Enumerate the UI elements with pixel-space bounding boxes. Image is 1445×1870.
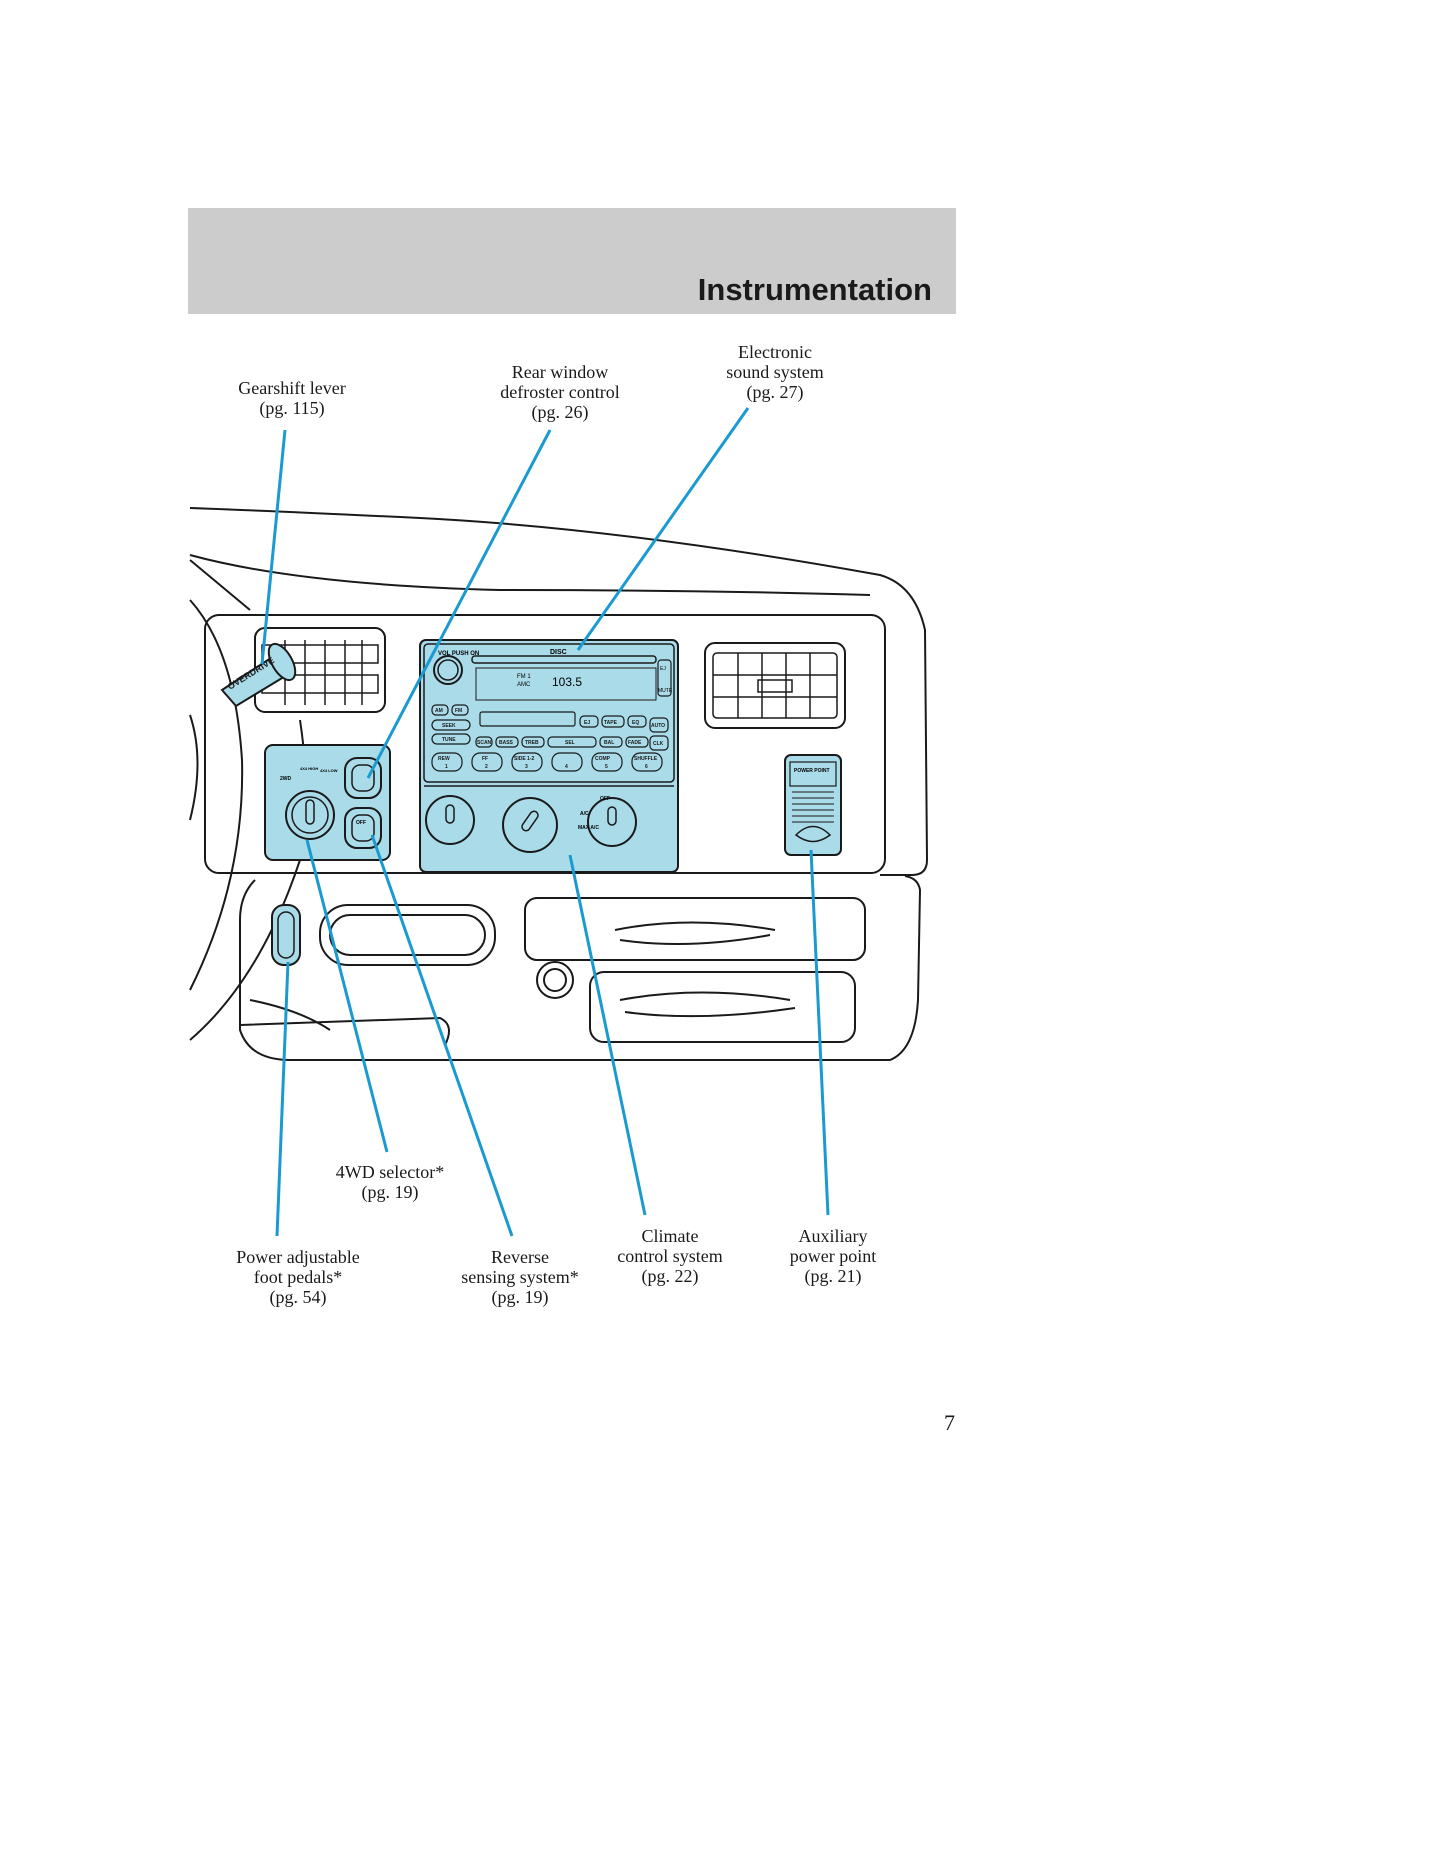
center-stack: VOL PUSH ON DISC FM 1 AMC 103.5 EJ MUTE … bbox=[419, 639, 679, 873]
callout-sound-system-line1: Electronic bbox=[738, 342, 812, 362]
shuffle-label: SHUFFLE bbox=[634, 756, 658, 762]
leader-foot-pedals bbox=[275, 961, 290, 1237]
foot-pedal-switch bbox=[271, 904, 301, 966]
sel-label: SEL bbox=[565, 740, 575, 746]
section-header: Instrumentation bbox=[188, 208, 956, 314]
seek-label: SEEK bbox=[442, 723, 456, 729]
callout-aux-power-line2: power point bbox=[789, 1246, 877, 1266]
leader-gearshift bbox=[260, 429, 287, 665]
callout-aux-power: Auxiliary power point (pg. 21) bbox=[768, 1226, 898, 1286]
off-label: OFF bbox=[600, 796, 610, 802]
callout-foot-pedals-line3: (pg. 54) bbox=[269, 1287, 327, 1307]
callout-climate-line2: control system bbox=[617, 1246, 723, 1266]
bal-label: BAL bbox=[604, 740, 614, 746]
auto-label: AUTO bbox=[651, 723, 665, 729]
fm-label: FM bbox=[455, 708, 462, 714]
reverse-off-label: OFF bbox=[356, 820, 366, 826]
fm-band-label: FM 1 bbox=[517, 674, 531, 680]
am-label: AM bbox=[435, 708, 443, 714]
callout-foot-pedals-line1: Power adjustable bbox=[236, 1247, 360, 1267]
leader-4wd bbox=[305, 839, 389, 1153]
callout-4wd-selector: 4WD selector* (pg. 19) bbox=[320, 1162, 460, 1202]
callout-leaders bbox=[260, 407, 830, 1237]
preset-2-label: 2 bbox=[485, 764, 488, 770]
power-point: POWER POINT bbox=[784, 754, 842, 856]
ej-label: EJ bbox=[660, 666, 666, 672]
disc-label: DISC bbox=[550, 649, 567, 656]
preset-6-label: 6 bbox=[645, 764, 648, 770]
callout-rear-defrost-line2: defroster control bbox=[500, 382, 620, 402]
side-label: SIDE 1-2 bbox=[514, 756, 535, 762]
leader-aux-power bbox=[809, 849, 830, 1216]
ff-label: FF bbox=[482, 756, 488, 762]
preset-1-label: 1 bbox=[445, 764, 448, 770]
scan-label: SCAN bbox=[477, 740, 492, 746]
section-title: Instrumentation bbox=[697, 272, 932, 307]
2wd-label: 2WD bbox=[280, 776, 292, 782]
clk-label: CLK bbox=[653, 741, 664, 747]
callout-climate-line1: Climate bbox=[641, 1226, 699, 1246]
leader-reverse-sensing bbox=[370, 834, 514, 1237]
callout-gearshift-line1: Gearshift lever bbox=[238, 378, 346, 398]
callout-reverse-sensing-line1: Reverse bbox=[491, 1247, 549, 1267]
rew-label: REW bbox=[438, 756, 450, 762]
callout-reverse-sensing-line3: (pg. 19) bbox=[491, 1287, 549, 1307]
mute-label: MUTE bbox=[658, 688, 673, 694]
callout-4wd-line2: (pg. 19) bbox=[361, 1182, 419, 1202]
4x4-low-label: 4X4 LOW bbox=[320, 768, 338, 773]
callout-gearshift: Gearshift lever (pg. 115) bbox=[222, 378, 362, 418]
leader-sound-system bbox=[576, 407, 750, 651]
preset-3-label: 3 bbox=[525, 764, 528, 770]
vol-push-on-label: VOL PUSH ON bbox=[438, 651, 479, 657]
power-point-label: POWER POINT bbox=[794, 768, 830, 774]
tune-label: TUNE bbox=[442, 737, 456, 743]
callout-reverse-sensing: Reverse sensing system* (pg. 19) bbox=[440, 1247, 600, 1307]
leader-climate bbox=[568, 854, 647, 1216]
callout-sound-system-line3: (pg. 27) bbox=[746, 382, 804, 402]
4x4-high-label: 4X4 HIGH bbox=[300, 766, 318, 771]
callout-climate-line3: (pg. 22) bbox=[641, 1266, 699, 1286]
callout-foot-pedals: Power adjustable foot pedals* (pg. 54) bbox=[218, 1247, 378, 1307]
page-number: 7 bbox=[944, 1410, 955, 1435]
callout-rear-defrost-line3: (pg. 26) bbox=[531, 402, 589, 422]
tape-label: TAPE bbox=[604, 720, 618, 726]
comp-label: COMP bbox=[595, 756, 611, 762]
preset-5-label: 5 bbox=[605, 764, 608, 770]
ej-button-label: EJ bbox=[584, 720, 590, 726]
left-switch-panel: 2WD 4X4 HIGH 4X4 LOW OFF bbox=[264, 744, 391, 861]
max-ac-label: MAX A/C bbox=[578, 825, 599, 831]
callout-rear-defrost: Rear window defroster control (pg. 26) bbox=[480, 362, 640, 422]
ac-label: A/C bbox=[580, 811, 589, 817]
eq-label: EQ bbox=[632, 720, 639, 726]
callout-sound-system-line2: sound system bbox=[726, 362, 824, 382]
callout-reverse-sensing-line2: sensing system* bbox=[461, 1267, 579, 1287]
callout-foot-pedals-line2: foot pedals* bbox=[253, 1267, 343, 1287]
callout-climate: Climate control system (pg. 22) bbox=[600, 1226, 740, 1286]
callout-rear-defrost-line1: Rear window bbox=[511, 362, 609, 382]
preset-4-label: 4 bbox=[565, 764, 568, 770]
leader-rear-defrost bbox=[366, 429, 552, 779]
bass-label: BASS bbox=[499, 740, 514, 746]
callout-sound-system: Electronic sound system (pg. 27) bbox=[705, 342, 845, 402]
callout-aux-power-line1: Auxiliary bbox=[798, 1226, 868, 1246]
callout-4wd-line1: 4WD selector* bbox=[335, 1162, 445, 1182]
amc-label: AMC bbox=[517, 682, 531, 688]
fade-label: FADE bbox=[628, 740, 642, 746]
callout-gearshift-line2: (pg. 115) bbox=[259, 398, 325, 418]
frequency-display: 103.5 bbox=[552, 675, 582, 689]
callout-aux-power-line3: (pg. 21) bbox=[804, 1266, 862, 1286]
treb-label: TREB bbox=[525, 740, 539, 746]
